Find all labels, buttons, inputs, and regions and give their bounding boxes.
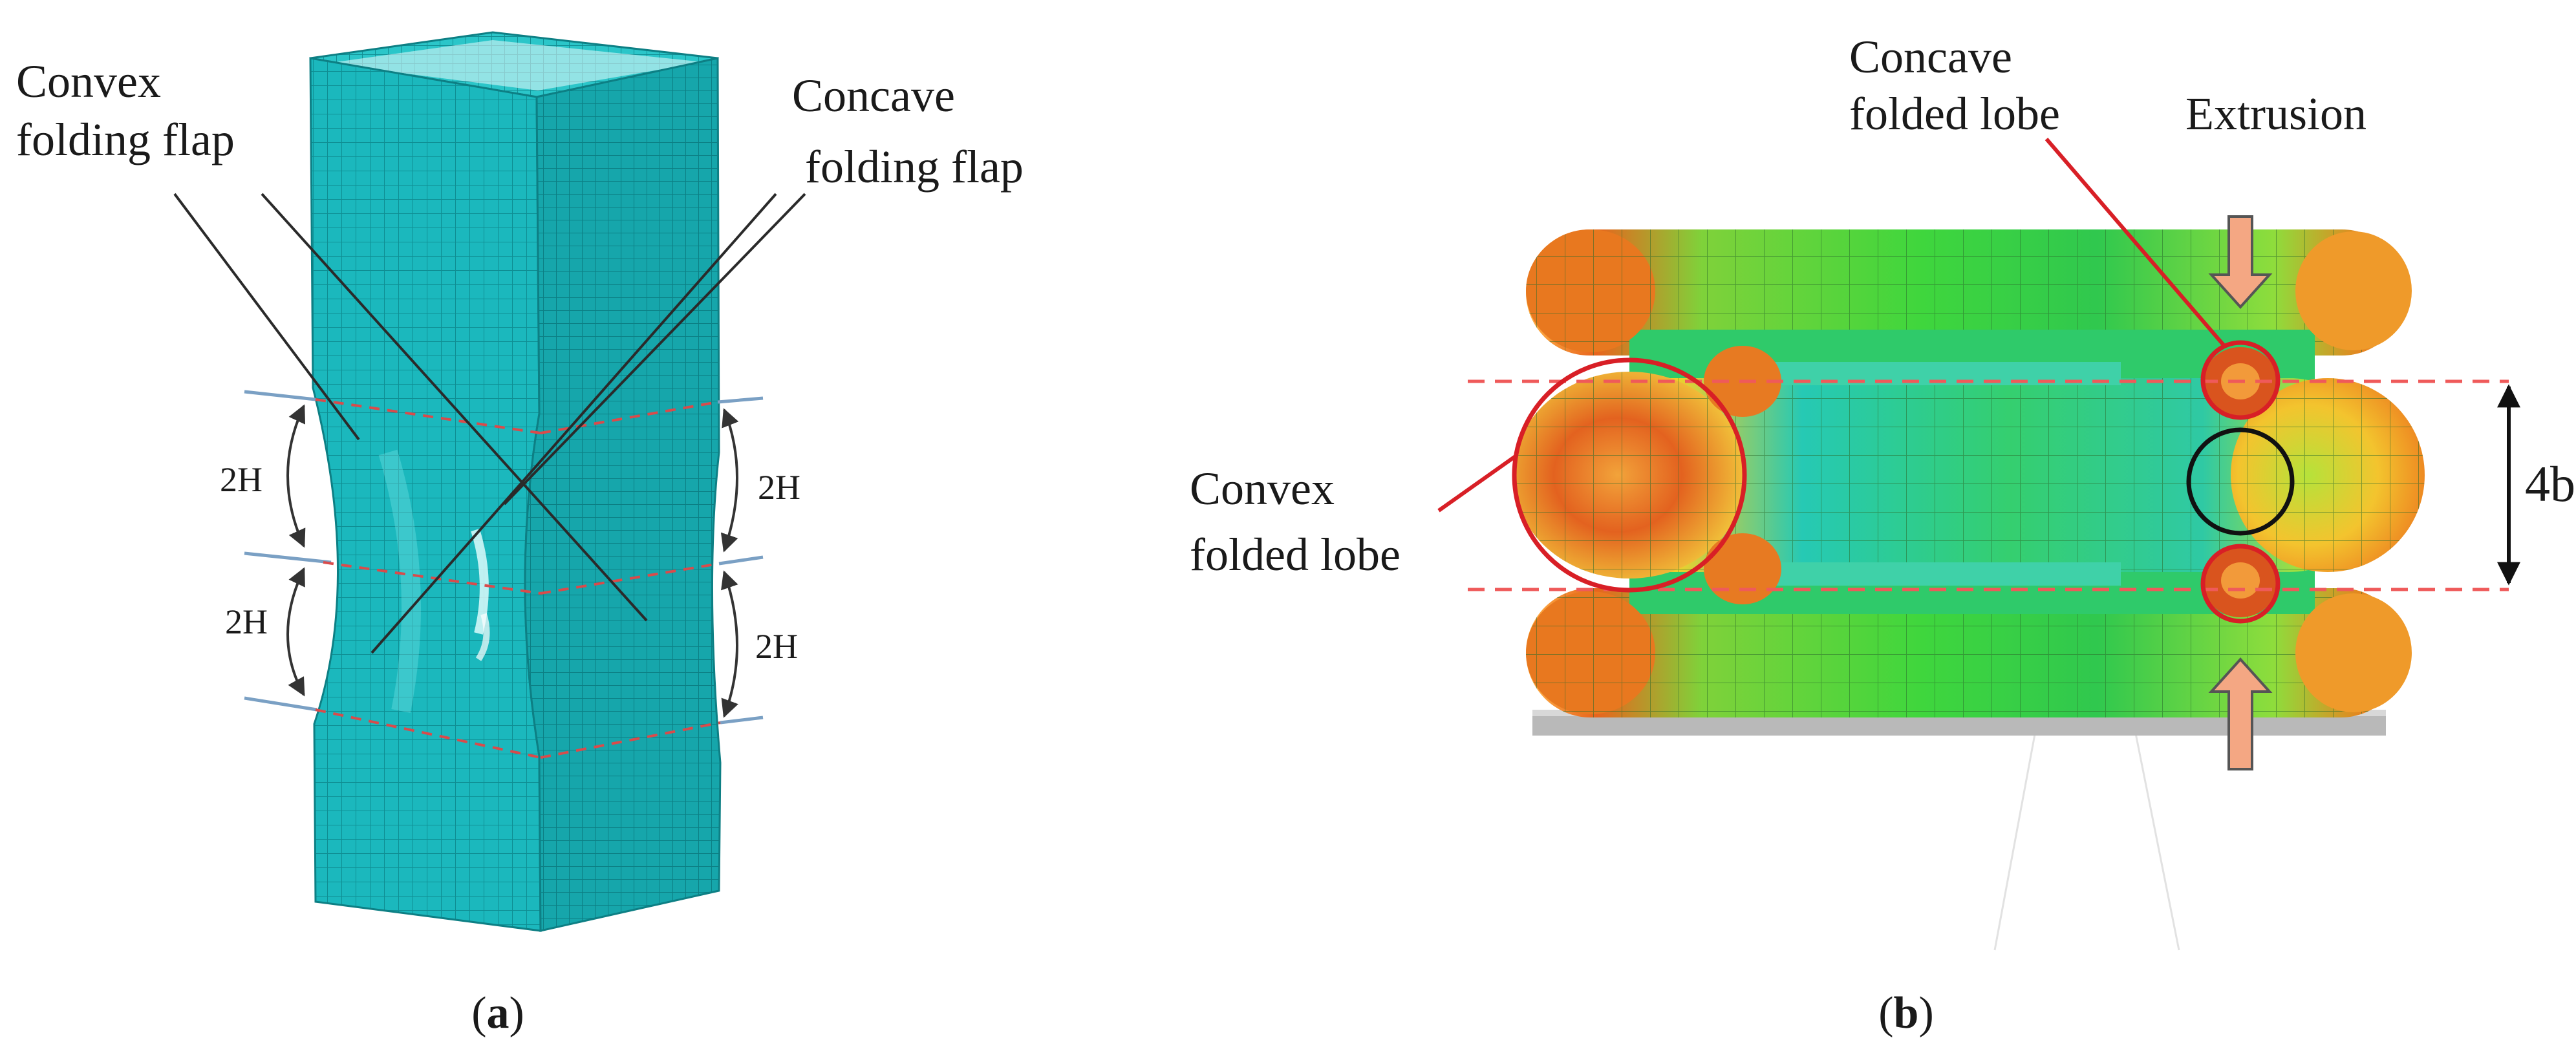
extrusion-label: Extrusion (2185, 88, 2367, 140)
convex-flap-label-line1: Convex (16, 56, 161, 107)
convex-flap-label-line2: folding flap (16, 114, 235, 165)
caption-a: (a) (471, 988, 524, 1038)
panel-b: Concave folded lobe Extrusion Convex fol… (1190, 31, 2575, 1038)
concave-lobe-label-line2: folded lobe (1849, 88, 2060, 140)
concave-lobe-label-line1: Concave (1849, 31, 2012, 83)
concave-flap-label-line1: Concave (792, 70, 955, 122)
leader-lines (173, 193, 806, 654)
dimension-4b-label: 4b (2525, 456, 2575, 512)
concave-flap-label-line2: folding flap (805, 141, 1024, 193)
caption-b: (b) (1878, 988, 1934, 1038)
extrusion-arrow-bottom (2208, 657, 2273, 770)
deformed-tube (1513, 229, 2425, 717)
background-guides (1993, 723, 2180, 951)
reference-lines (244, 390, 764, 725)
square-tube-mesh (309, 31, 722, 932)
dim-label-right-top: 2H (758, 468, 800, 507)
callouts (1512, 340, 2295, 624)
dim-label-right-bottom: 2H (755, 627, 798, 666)
dim-label-left-bottom: 2H (225, 602, 268, 641)
panel-a: Convex folding flap Concave folding flap… (16, 31, 1024, 1038)
convex-lobe-label-line1: Convex (1190, 463, 1335, 515)
dimension-arrows (286, 404, 739, 718)
dim-label-left-top: 2H (220, 460, 263, 499)
extrusion-arrow-top (2208, 215, 2273, 309)
convex-lobe-label-line2: folded lobe (1190, 529, 1401, 580)
fold-lines (315, 398, 721, 759)
callout-leaders (1437, 138, 2226, 513)
